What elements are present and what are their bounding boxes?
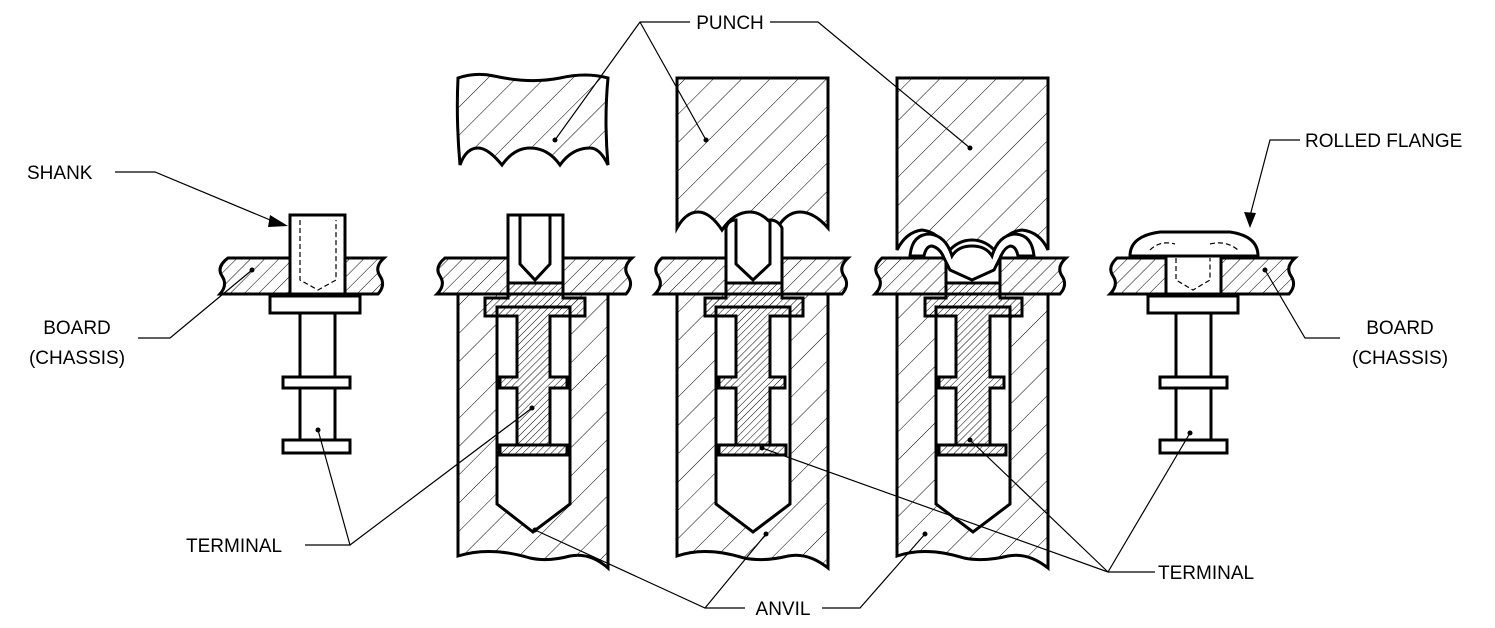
board-stage-5-left [1106,256,1168,296]
board-stage-4-left [871,256,948,296]
board-right-section [343,256,388,296]
label-rolled-flange: ROLLED FLANGE [1305,131,1462,152]
board-stage-4-right [998,256,1070,296]
anvil-stage-2 [456,292,610,572]
board-stage-3-left [651,256,728,296]
label-board-right-line2: (CHASSIS) [1352,348,1448,369]
label-terminal-right: TERMINAL [1158,563,1254,584]
label-board-left-line2: (CHASSIS) [29,348,125,369]
stage-3-pressing [651,76,852,572]
board-stage-2-right [561,256,636,296]
label-shank: SHANK [27,163,93,184]
label-anvil: ANVIL [756,599,811,620]
shank [288,213,347,296]
labels: PUNCH ROLLED FLANGE SHANK BOARD (CHASSIS… [27,13,1462,620]
punch-stage-2 [455,72,610,168]
leader-lines [115,21,1340,609]
stage-1-terminal-inserted [216,213,388,455]
board-left-section [216,256,292,296]
rolled-flange-stage-5 [1128,230,1260,258]
label-punch: PUNCH [696,13,764,34]
board-stage-5-right [1219,256,1299,296]
board-stage-2-left [433,256,510,296]
punch-stage-4 [895,76,1050,255]
punch-stage-3 [675,76,830,234]
stage-5-finished [1106,230,1299,455]
terminal-stage-2 [483,281,587,447]
anvil-stage-3 [675,292,830,572]
board-stage-3-right [780,256,852,296]
terminal-flange [268,294,362,315]
terminal-stage-4 [923,281,1024,447]
label-terminal-left: TERMINAL [186,536,282,557]
stage-2-positioned [433,72,636,572]
label-board-right-line1: BOARD [1366,318,1434,339]
stage-4-rolled [871,76,1070,572]
terminal-body [298,311,337,379]
rolled-flange-stage-4 [908,232,1036,282]
terminal-stage-3 [703,281,805,447]
label-board-left-line1: BOARD [43,318,111,339]
